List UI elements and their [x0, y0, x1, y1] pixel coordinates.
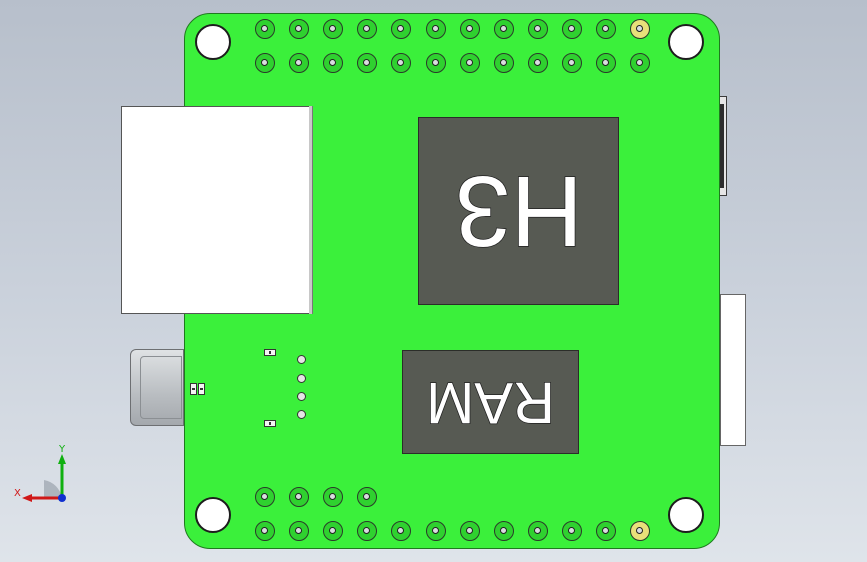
z-axis-dot	[58, 494, 66, 502]
ethernet-jack-body	[121, 106, 311, 314]
test-point	[297, 392, 306, 401]
ram-chip[interactable]: RAM	[402, 350, 579, 454]
header-pad	[459, 53, 480, 73]
soc-chip[interactable]: H3	[418, 117, 619, 305]
y-axis-label: Y	[58, 444, 66, 455]
header-pad	[527, 53, 548, 73]
header-pad	[391, 53, 412, 73]
header-pad	[323, 19, 344, 39]
smd-capacitor	[198, 383, 205, 395]
header-pad	[357, 521, 378, 541]
header-pad	[357, 19, 378, 39]
header-pad	[289, 19, 310, 39]
x-axis-label: X	[14, 488, 21, 499]
test-point	[297, 355, 306, 364]
orientation-triad: Y X	[14, 444, 66, 502]
header-pad	[425, 19, 446, 39]
y-axis-arrow	[58, 454, 66, 464]
header-pad	[561, 521, 582, 541]
test-point	[297, 410, 306, 419]
test-point	[297, 374, 306, 383]
header-pad	[527, 19, 548, 39]
ram-chip-label: RAM	[425, 369, 555, 436]
header-pad	[493, 53, 514, 73]
smd-resistor	[264, 349, 276, 356]
header-pad	[391, 521, 412, 541]
smd-capacitor	[190, 383, 197, 395]
header-pad	[630, 521, 651, 541]
triad-plane	[44, 480, 62, 498]
smd-resistor	[264, 420, 276, 427]
mounting-hole-top-right	[668, 24, 704, 60]
header-pad	[630, 19, 651, 39]
soc-chip-label: H3	[454, 154, 583, 268]
header-pad	[289, 53, 310, 73]
side-button-actuator	[720, 104, 724, 188]
mounting-hole-bottom-right	[668, 497, 704, 533]
header-pad	[425, 521, 446, 541]
ethernet-jack-edge-front	[309, 106, 313, 314]
header-pad	[323, 521, 344, 541]
header-pad	[596, 19, 616, 39]
header-pad	[561, 53, 582, 73]
header-pad	[596, 53, 616, 73]
header-pad	[596, 521, 616, 541]
header-pad	[289, 487, 310, 507]
header-pad	[255, 521, 275, 541]
header-pad	[425, 53, 446, 73]
usb-connector-opening	[140, 356, 182, 419]
header-pad	[289, 521, 310, 541]
microsd-slot	[720, 294, 746, 446]
header-pad	[459, 521, 480, 541]
header-pad	[357, 53, 378, 73]
mounting-hole-bottom-left	[195, 497, 231, 533]
mounting-hole-top-left	[195, 24, 231, 60]
header-pad	[323, 53, 344, 73]
usb-connector	[130, 349, 184, 426]
x-axis-arrow	[22, 494, 32, 502]
header-pad	[357, 487, 378, 507]
header-pad	[630, 53, 651, 73]
header-pad	[323, 487, 344, 507]
header-pad	[493, 521, 514, 541]
header-pad	[391, 19, 412, 39]
header-pad	[459, 19, 480, 39]
header-pad	[561, 19, 582, 39]
header-pad	[493, 19, 514, 39]
header-pad	[255, 487, 275, 507]
header-pad	[527, 521, 548, 541]
header-pad	[255, 19, 275, 39]
header-pad	[255, 53, 275, 73]
